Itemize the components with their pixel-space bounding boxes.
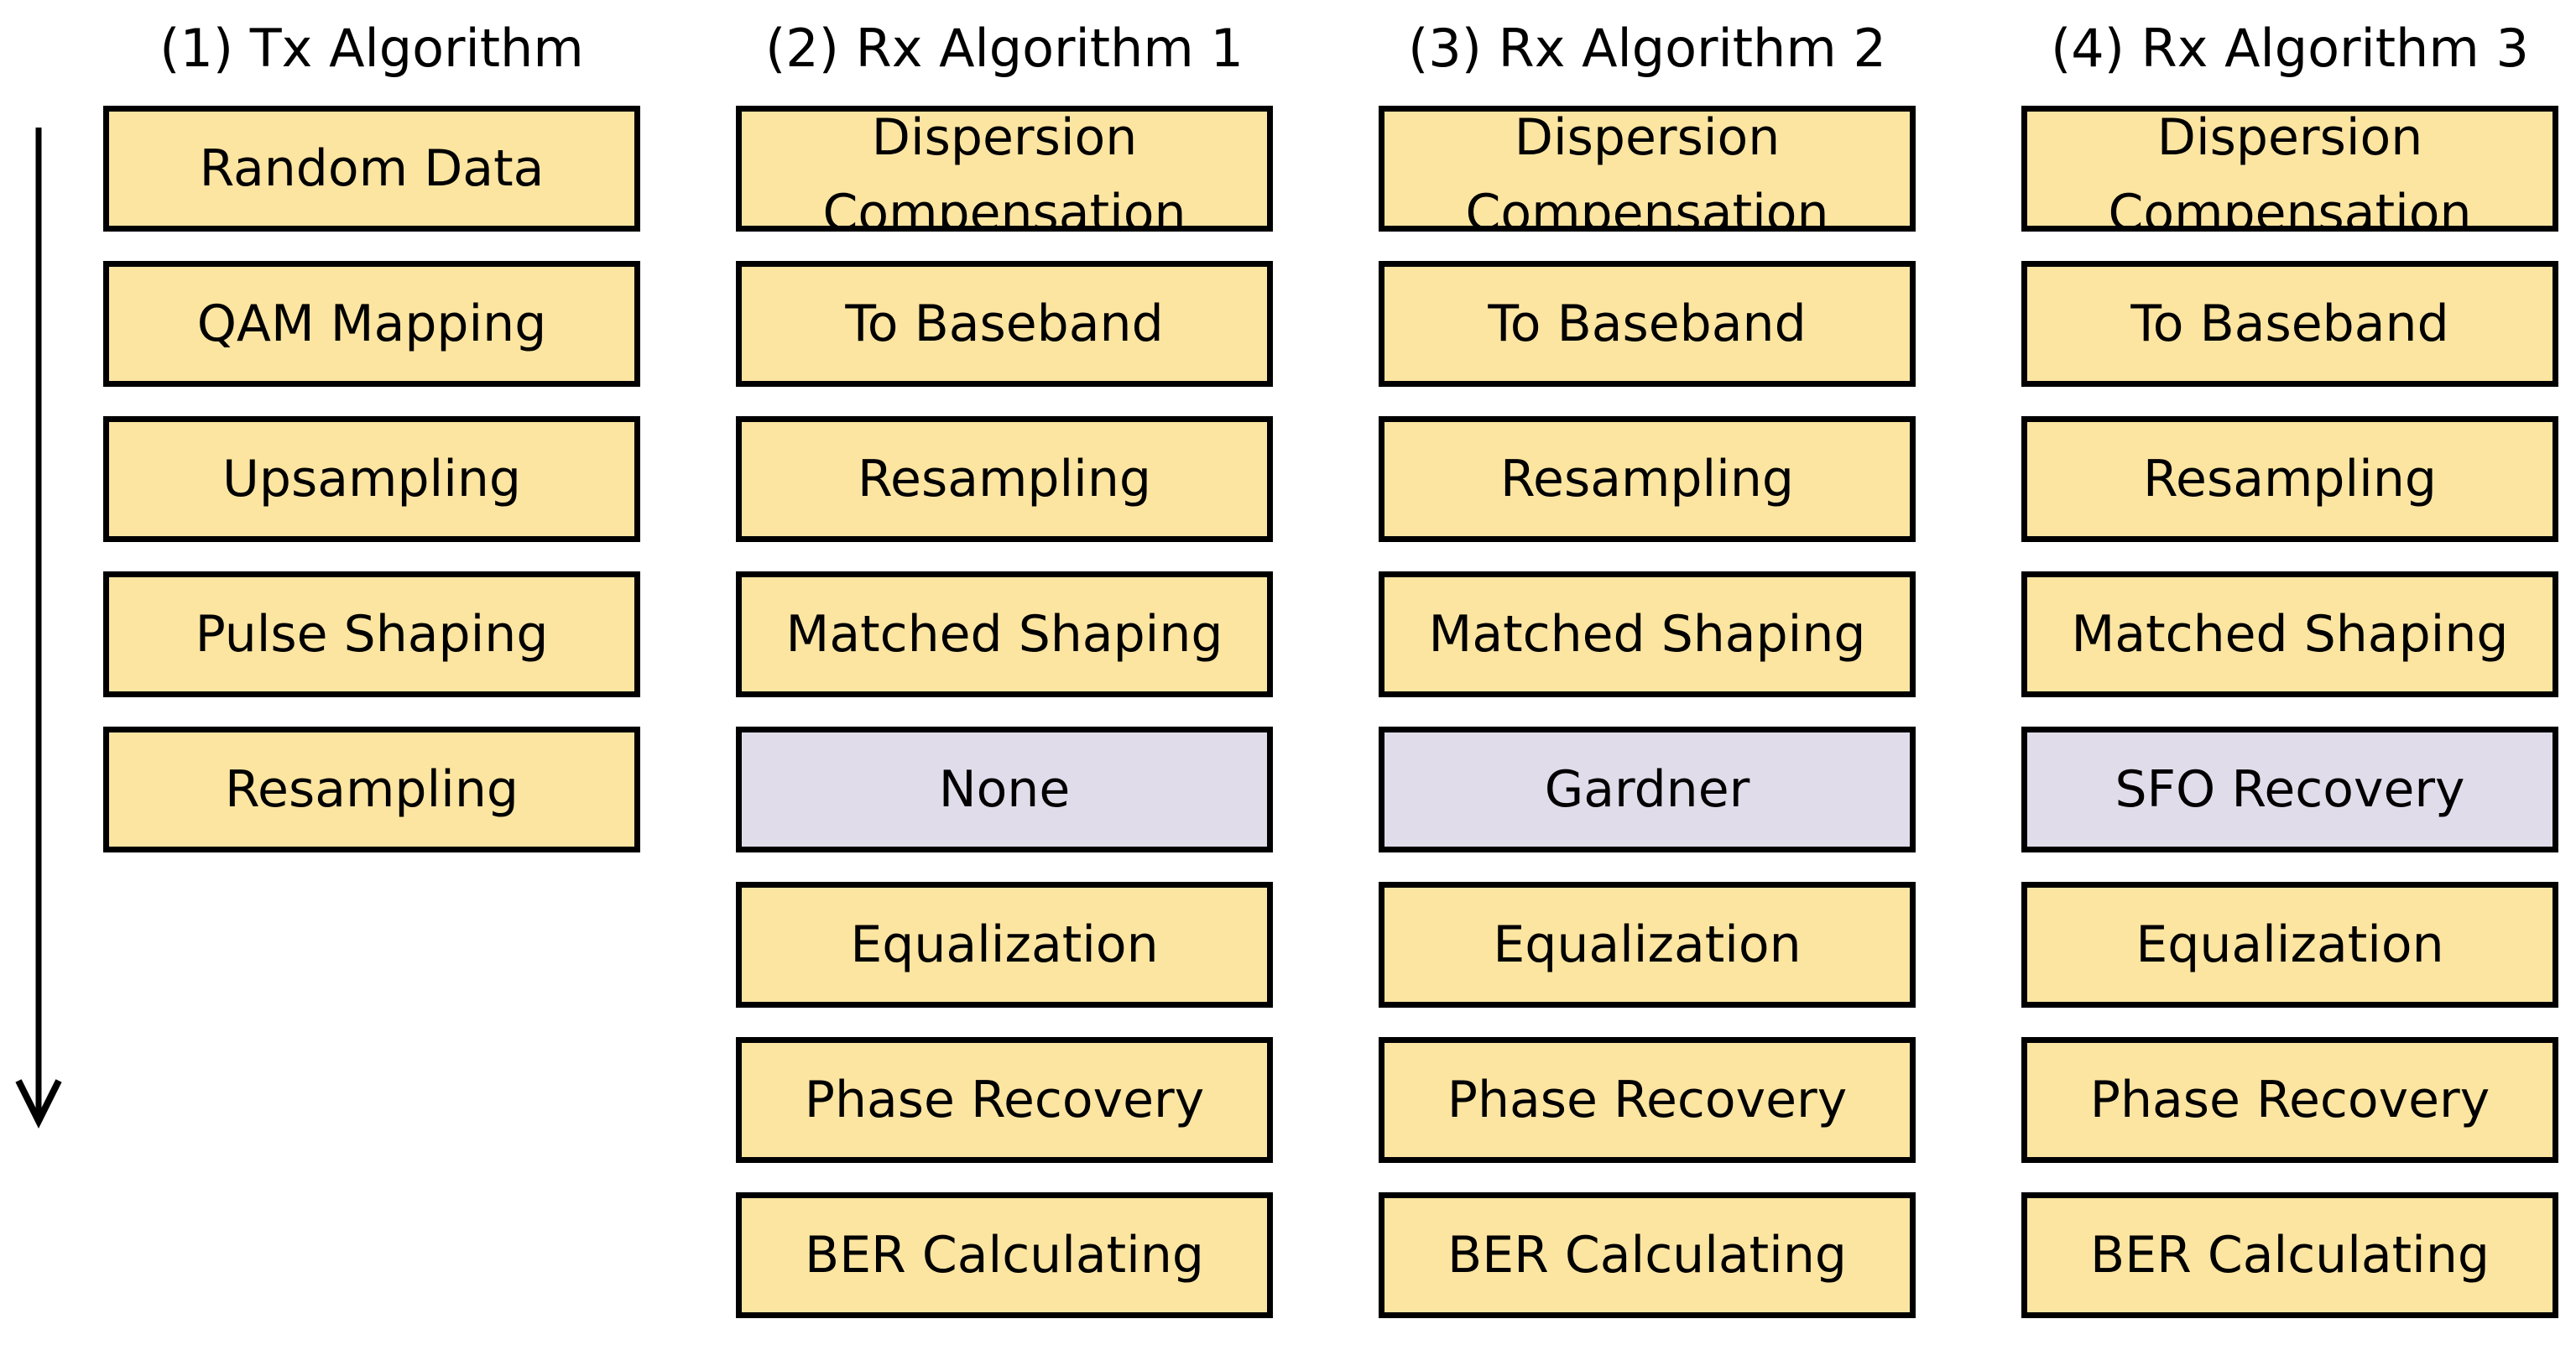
step-timing-none: None bbox=[736, 727, 1273, 852]
column-title: (1) Tx Algorithm bbox=[159, 18, 584, 79]
step-matched-shaping: Matched Shaping bbox=[1379, 571, 1916, 697]
step-phase-recovery: Phase Recovery bbox=[2021, 1037, 2558, 1163]
step-equalization: Equalization bbox=[2021, 882, 2558, 1008]
step-upsampling: Upsampling bbox=[103, 416, 640, 542]
column-title: (2) Rx Algorithm 1 bbox=[765, 18, 1244, 79]
step-matched-shaping: Matched Shaping bbox=[2021, 571, 2558, 697]
step-ber-calculating: BER Calculating bbox=[2021, 1192, 2558, 1318]
step-equalization: Equalization bbox=[1379, 882, 1916, 1008]
step-to-baseband: To Baseband bbox=[736, 261, 1273, 387]
step-to-baseband: To Baseband bbox=[1379, 261, 1916, 387]
step-equalization: Equalization bbox=[736, 882, 1273, 1008]
step-ber-calculating: BER Calculating bbox=[736, 1192, 1273, 1318]
step-timing-gardner: Gardner bbox=[1379, 727, 1916, 852]
step-to-baseband: To Baseband bbox=[2021, 261, 2558, 387]
column-title: (3) Rx Algorithm 2 bbox=[1408, 18, 1886, 79]
step-pulse-shaping: Pulse Shaping bbox=[103, 571, 640, 697]
step-label: Dispersion Compensation bbox=[2108, 108, 2472, 232]
step-dispersion-compensation: Dispersion Compensation bbox=[2021, 106, 2558, 232]
step-dispersion-compensation: Dispersion Compensation bbox=[1379, 106, 1916, 232]
step-resampling: Resampling bbox=[103, 727, 640, 852]
step-label: Dispersion Compensation bbox=[1465, 108, 1829, 232]
column-title: (4) Rx Algorithm 3 bbox=[2051, 18, 2529, 79]
step-phase-recovery: Phase Recovery bbox=[1379, 1037, 1916, 1163]
step-ber-calculating: BER Calculating bbox=[1379, 1192, 1916, 1318]
step-phase-recovery: Phase Recovery bbox=[736, 1037, 1273, 1163]
step-random-data: Random Data bbox=[103, 106, 640, 232]
step-resampling: Resampling bbox=[736, 416, 1273, 542]
step-resampling: Resampling bbox=[1379, 416, 1916, 542]
step-resampling: Resampling bbox=[2021, 416, 2558, 542]
step-timing-sfo-recovery: SFO Recovery bbox=[2021, 727, 2558, 852]
step-qam-mapping: QAM Mapping bbox=[103, 261, 640, 387]
step-label: Dispersion Compensation bbox=[822, 108, 1186, 232]
processing-order-arrow-icon bbox=[15, 128, 62, 1129]
step-dispersion-compensation: Dispersion Compensation bbox=[736, 106, 1273, 232]
step-matched-shaping: Matched Shaping bbox=[736, 571, 1273, 697]
